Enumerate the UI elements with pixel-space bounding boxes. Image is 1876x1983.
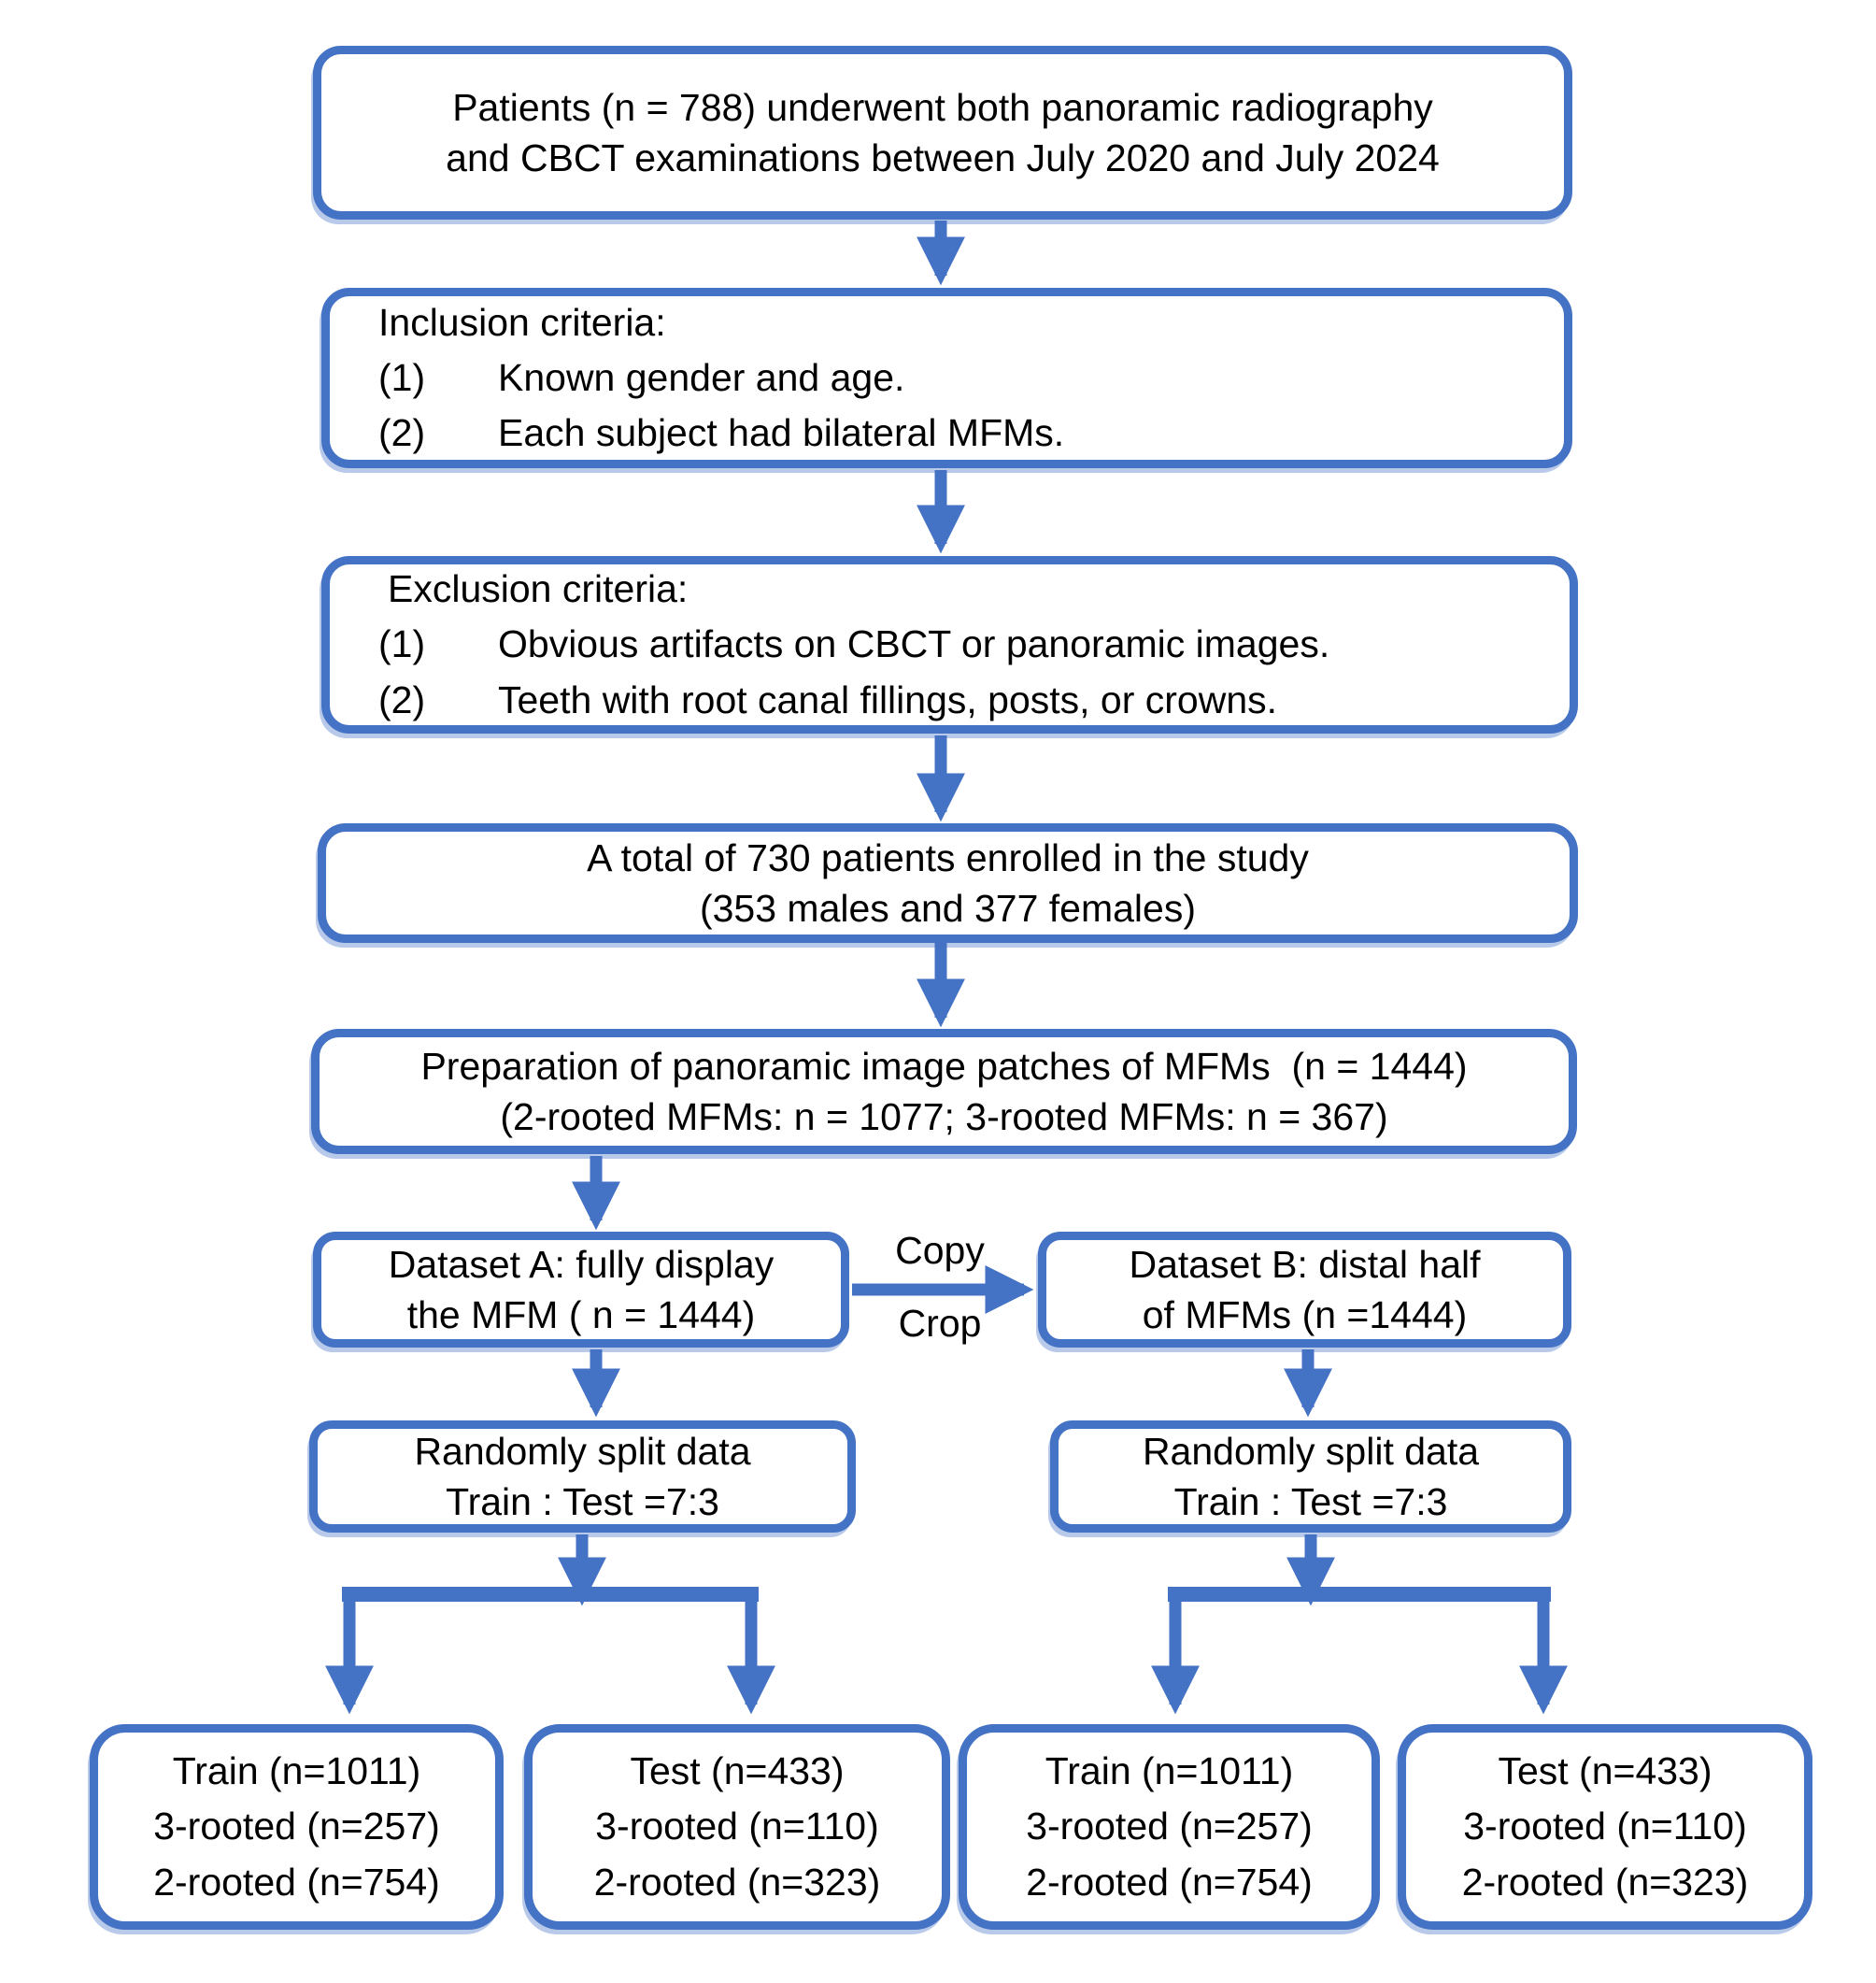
node-preparation-text: Preparation of panoramic image patches o…	[420, 1044, 1468, 1138]
node-train-b-text: Train (n=1011) 3-rooted (n=257) 2-rooted…	[1026, 1748, 1313, 1904]
node-train-a-text: Train (n=1011) 3-rooted (n=257) 2-rooted…	[153, 1748, 440, 1904]
exclusion-item-2-text: Teeth with root canal fillings, posts, o…	[498, 678, 1278, 721]
node-exclusion-criteria: Exclusion criteria: (1) Obvious artifact…	[321, 556, 1578, 734]
inclusion-item-2-text: Each subject had bilateral MFMs.	[498, 411, 1065, 455]
node-preparation: Preparation of panoramic image patches o…	[311, 1029, 1577, 1154]
exclusion-item-2: (2) Teeth with root canal fillings, post…	[378, 673, 1542, 728]
inclusion-item-1-text: Known gender and age.	[498, 355, 905, 399]
node-split-b: Randomly split data Train : Test =7:3	[1050, 1420, 1571, 1533]
inclusion-item-2: (2) Each subject had bilateral MFMs.	[378, 406, 1536, 461]
exclusion-item-2-num: (2)	[378, 678, 426, 721]
node-dataset-b: Dataset B: distal half of MFMs (n =1444)	[1038, 1232, 1571, 1348]
node-test-b-text: Test (n=433) 3-rooted (n=110) 2-rooted (…	[1461, 1748, 1749, 1904]
node-split-a-text: Randomly split data Train : Test =7:3	[414, 1429, 751, 1523]
node-dataset-a: Dataset A: fully display the MFM ( n = 1…	[313, 1232, 849, 1348]
node-train-b: Train (n=1011) 3-rooted (n=257) 2-rooted…	[959, 1724, 1380, 1930]
exclusion-title: Exclusion criteria:	[388, 567, 689, 611]
exclusion-item-1-num: (1)	[378, 622, 426, 666]
node-test-b: Test (n=433) 3-rooted (n=110) 2-rooted (…	[1398, 1724, 1812, 1930]
node-train-a: Train (n=1011) 3-rooted (n=257) 2-rooted…	[90, 1724, 504, 1930]
node-patients-text: Patients (n = 788) underwent both panora…	[446, 85, 1440, 179]
node-dataset-a-text: Dataset A: fully display the MFM ( n = 1…	[388, 1242, 775, 1336]
node-enrolled: A total of 730 patients enrolled in the …	[318, 823, 1578, 943]
exclusion-item-1: (1) Obvious artifacts on CBCT or panoram…	[378, 617, 1542, 672]
crop-label: Crop	[898, 1302, 982, 1345]
node-test-a-text: Test (n=433) 3-rooted (n=110) 2-rooted (…	[593, 1748, 881, 1904]
inclusion-item-1-num: (1)	[378, 355, 426, 399]
inclusion-title: Inclusion criteria:	[378, 300, 666, 344]
node-dataset-b-text: Dataset B: distal half of MFMs (n =1444)	[1129, 1242, 1481, 1336]
node-test-a: Test (n=433) 3-rooted (n=110) 2-rooted (…	[524, 1724, 950, 1930]
node-enrolled-text: A total of 730 patients enrolled in the …	[587, 835, 1309, 930]
node-inclusion-criteria: Inclusion criteria: (1) Known gender and…	[321, 288, 1572, 468]
inclusion-item-2-num: (2)	[378, 411, 426, 455]
node-patients: Patients (n = 788) underwent both panora…	[313, 46, 1572, 220]
copy-label: Copy	[895, 1229, 985, 1272]
exclusion-item-1-text: Obvious artifacts on CBCT or panoramic i…	[498, 622, 1330, 666]
node-split-b-text: Randomly split data Train : Test =7:3	[1142, 1429, 1480, 1523]
node-split-a: Randomly split data Train : Test =7:3	[309, 1420, 856, 1533]
inclusion-item-1: (1) Known gender and age.	[378, 350, 1536, 406]
